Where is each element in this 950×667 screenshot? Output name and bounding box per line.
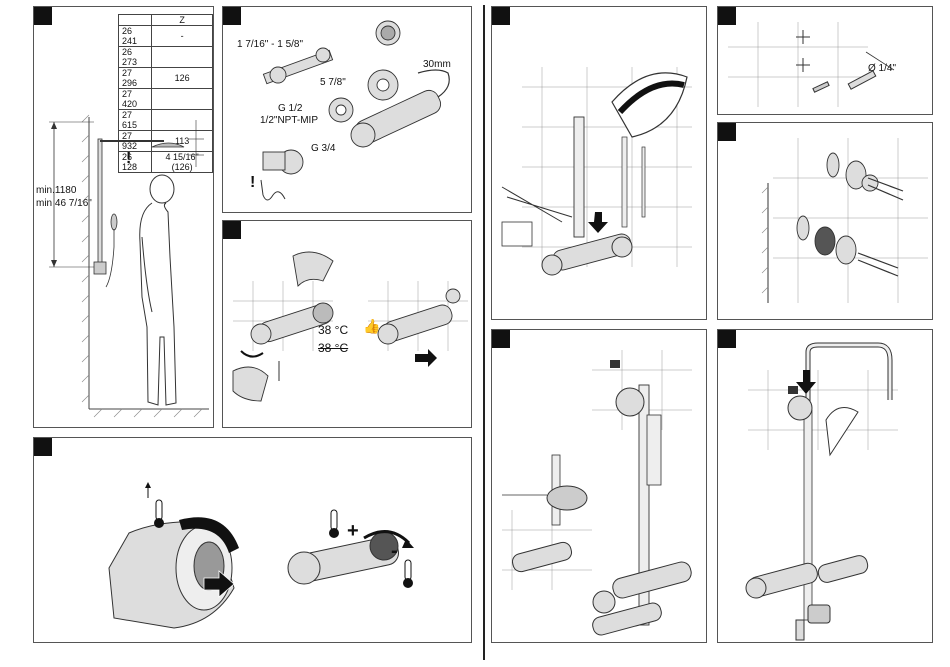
panel-wall-fixing: [717, 122, 933, 320]
drill-diameter-label: Ø 1/4": [868, 63, 896, 74]
warning-mark: !: [126, 153, 131, 164]
wrench-size-label: 30mm: [423, 59, 451, 70]
panel-thermostat-handle: + -: [33, 437, 472, 643]
hand-shower-assembly-illustration: [492, 330, 707, 643]
panel-hand-shower-assembly: [491, 329, 707, 643]
wall-fixing-illustration: [718, 123, 933, 320]
temperature-incorrect-label: 38 °C: [318, 343, 348, 354]
rail-mounting-illustration: [492, 7, 707, 320]
page-separator: [483, 5, 485, 660]
connection-parts-illustration: [223, 7, 472, 213]
min-height-inch-label: min 46 7/16": [36, 198, 92, 209]
drilling-illustration: [718, 7, 933, 115]
nut-dimension-label: 5 7/8": [320, 77, 346, 88]
minus-symbol: -: [391, 546, 398, 557]
panel-drilling: Ø 1/4": [717, 6, 933, 115]
panel-temperature-adjust: 38 °C 38 °C 👍: [222, 220, 472, 428]
shower-dimension-illustration: [34, 7, 214, 428]
warning-mark: !: [250, 177, 255, 188]
panel-mount-rail: [491, 6, 707, 320]
g-three-quarter-label: G 3/4: [311, 143, 335, 154]
min-height-mm-label: min.1180: [36, 185, 76, 196]
panel-connections: 1 7/16" - 1 5/8" 5 7/8" 30mm G 1/2 1/2"N…: [222, 6, 472, 213]
panel-overhead-assembly: [717, 329, 933, 643]
temperature-correct-label: 38 °C: [318, 325, 348, 336]
overhead-assembly-illustration: [718, 330, 933, 643]
thermostat-handle-illustration: [34, 438, 472, 643]
plus-symbol: +: [347, 526, 359, 537]
thumbs-up-icon: 👍: [363, 321, 380, 332]
span-dimension-label: 1 7/16" - 1 5/8": [237, 39, 303, 50]
g-half-label: G 1/2: [278, 103, 302, 114]
npt-label: 1/2"NPT-MIP: [260, 115, 318, 126]
